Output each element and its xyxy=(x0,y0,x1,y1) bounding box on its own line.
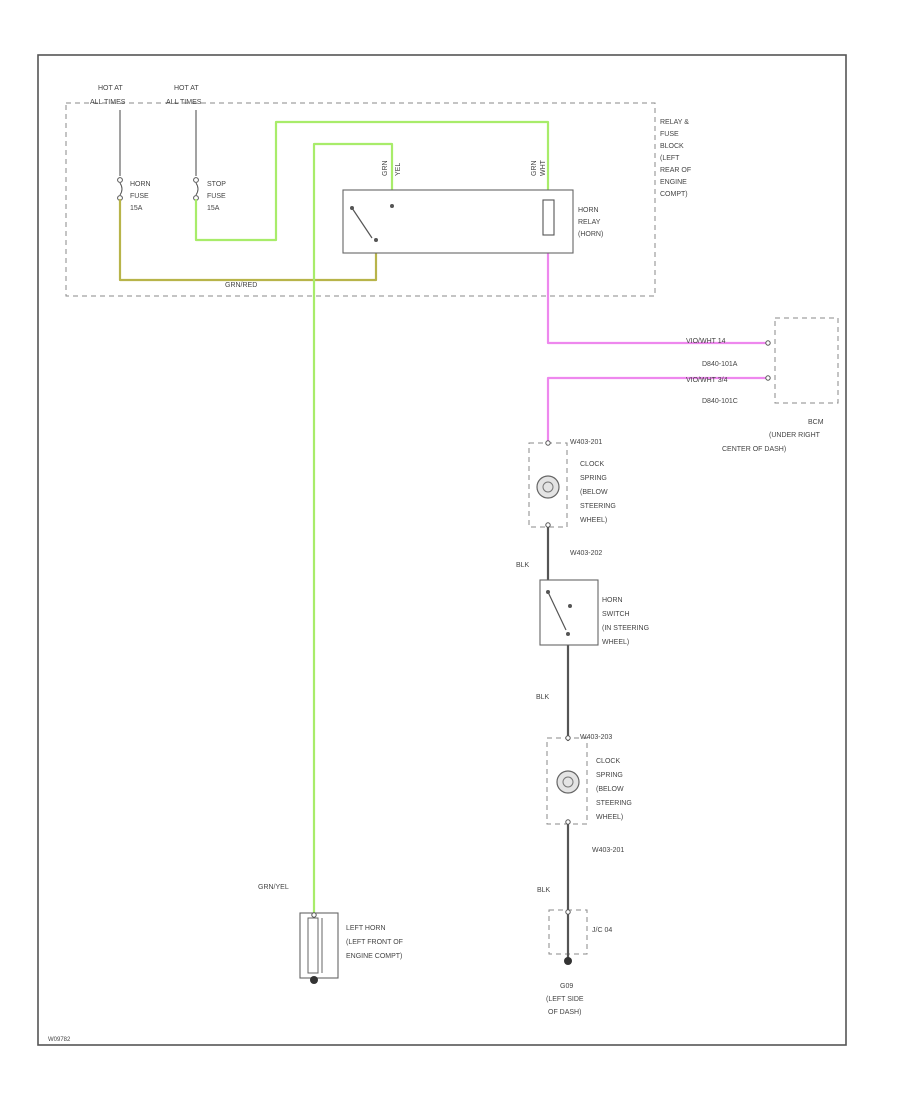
stop-fuse-label: FUSE xyxy=(207,193,226,200)
conn-w403-202-label: W403-202 xyxy=(570,550,602,557)
bcm-label: CENTER OF DASH) xyxy=(722,446,786,453)
figure-id: W09782 xyxy=(48,1037,71,1043)
horn-relay-label: (HORN) xyxy=(578,231,603,238)
horn-relay-label: HORN xyxy=(578,207,599,214)
bcm-wire-1-label: VIO/WHT 14 xyxy=(686,338,726,345)
clock-spring-1-icon xyxy=(536,475,560,499)
horn-relay-label: RELAY xyxy=(578,219,601,226)
cs2-label: SPRING xyxy=(596,772,623,779)
horn-switch-label: (IN STEERING xyxy=(602,625,649,632)
cs1-pin-top-icon xyxy=(545,440,551,446)
relay-box-label: COMPT) xyxy=(660,191,688,198)
cs2-label: WHEEL) xyxy=(596,814,623,821)
wire-vio-wht-1 xyxy=(546,233,767,345)
wire-grn-red-label: GRN/RED xyxy=(225,282,257,289)
bcm-label: BCM xyxy=(808,419,824,426)
relay-box-label: ENGINE xyxy=(660,179,687,186)
relay-box-label: (LEFT xyxy=(660,155,680,162)
horn-relay-box xyxy=(342,189,574,254)
horn-fuse-icon xyxy=(117,177,123,201)
jc04-pin-icon xyxy=(565,909,571,915)
wire-blk-ground-path xyxy=(546,523,570,912)
horn-fuse-label: FUSE xyxy=(130,193,149,200)
cs2-pin-top-icon xyxy=(565,735,571,741)
relay-switch-icon xyxy=(350,204,394,242)
cs2-label: (BELOW xyxy=(596,786,624,793)
hot-label-1a: HOT AT xyxy=(98,85,123,92)
bcm-conn-2-label: D840-101C xyxy=(702,398,738,405)
horn-switch-icon xyxy=(546,590,572,636)
bcm-outline xyxy=(774,317,839,404)
cs1-label: STEERING xyxy=(580,503,616,510)
cs1-spring-icon xyxy=(542,481,554,493)
cs1-connector-label: W403-201 xyxy=(570,439,602,446)
cs2-spring-icon xyxy=(562,776,574,788)
relay-pin-label: YEL xyxy=(395,163,402,176)
wire-blk-2-label: BLK xyxy=(536,694,550,701)
wire-grn-red xyxy=(118,198,378,282)
cs1-pin-bottom-icon xyxy=(545,522,551,528)
wire-vio-wht-2 xyxy=(546,376,767,442)
stop-fuse-icon xyxy=(193,177,199,201)
horn-switch-label: HORN xyxy=(602,597,623,604)
horn-fuse-label: HORN xyxy=(130,181,151,188)
relay-box-label: RELAY & xyxy=(660,119,689,126)
ground-label: (LEFT SIDE xyxy=(546,996,584,1003)
jc04-label: J/C 04 xyxy=(592,927,612,934)
horn-icon xyxy=(307,917,323,974)
hot-label-1b: ALL TIMES xyxy=(90,99,126,106)
wire-blk-3-label: BLK xyxy=(537,887,551,894)
diagram-frame xyxy=(37,54,847,1046)
hot-label-2b: ALL TIMES xyxy=(166,99,202,106)
relay-box-label: REAR OF xyxy=(660,167,691,174)
cs1-label: WHEEL) xyxy=(580,517,607,524)
bcm-label: (UNDER RIGHT xyxy=(769,432,821,439)
cs2-pin-bottom-icon xyxy=(565,819,571,825)
left-horn-label: ENGINE COMPT) xyxy=(346,953,402,960)
horn-fuse-label: 15A xyxy=(130,205,143,212)
hot-label-2a: HOT AT xyxy=(174,85,199,92)
cs1-label: CLOCK xyxy=(580,461,604,468)
left-horn-ground-icon xyxy=(310,976,318,984)
relay-box-label: BLOCK xyxy=(660,143,684,150)
left-horn-label: (LEFT FRONT OF xyxy=(346,939,403,946)
relay-box-label: FUSE xyxy=(660,131,679,138)
conn-w403-201b-label: W403-201 xyxy=(592,847,624,854)
cs1-label: (BELOW xyxy=(580,489,608,496)
cs2-label: STEERING xyxy=(596,800,632,807)
left-horn-pin-icon xyxy=(311,912,317,918)
bcm-conn-1-label: D840-101A xyxy=(702,361,738,368)
horn-switch-label: WHEEL) xyxy=(602,639,629,646)
wire-blk-1-label: BLK xyxy=(516,562,530,569)
relay-pin-label: GRN xyxy=(382,160,389,176)
wire-green-stop-to-relay-coil xyxy=(194,120,550,242)
ground-icon xyxy=(564,957,572,965)
relay-pin-label: WHT xyxy=(540,159,547,176)
ground-label: OF DASH) xyxy=(548,1009,581,1016)
ground-label: G09 xyxy=(560,983,573,990)
cs1-label: SPRING xyxy=(580,475,607,482)
cs2-label: CLOCK xyxy=(596,758,620,765)
wire-grn-yel-label: GRN/YEL xyxy=(258,884,289,891)
bcm-pin-1-icon xyxy=(765,340,771,346)
horn-switch-label: SWITCH xyxy=(602,611,630,618)
left-horn-box xyxy=(299,912,339,979)
wire-grn-yel xyxy=(312,142,394,917)
clock-spring-2-icon xyxy=(556,770,580,794)
stop-fuse-label: STOP xyxy=(207,181,226,188)
relay-fuse-block-outline xyxy=(65,102,656,297)
cs2-connector-label: W403-203 xyxy=(580,734,612,741)
bcm-wire-2-label: VIO/WHT 3/4 xyxy=(686,377,728,384)
relay-coil-icon xyxy=(542,199,555,236)
stop-fuse-label: 15A xyxy=(207,205,220,212)
bcm-pin-2-icon xyxy=(765,375,771,381)
relay-pin-label: GRN xyxy=(531,160,538,176)
left-horn-label: LEFT HORN xyxy=(346,925,386,932)
